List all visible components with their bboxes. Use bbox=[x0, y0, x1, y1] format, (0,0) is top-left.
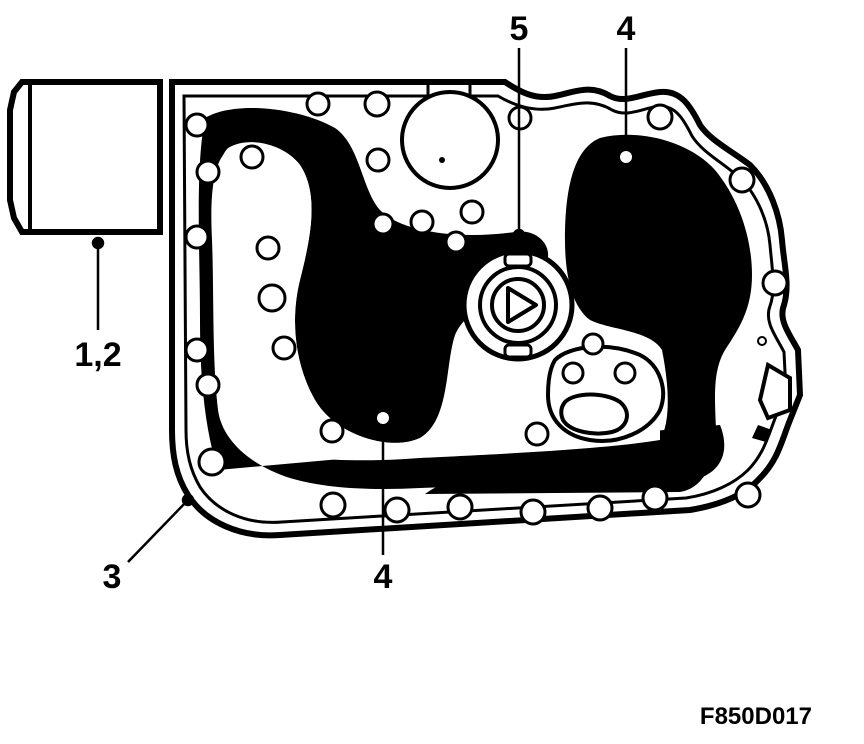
oil-filter-housing bbox=[7, 79, 163, 235]
bolt-hole bbox=[363, 90, 391, 118]
bolt-hole bbox=[444, 230, 468, 254]
leader-lines bbox=[91, 48, 632, 563]
bolt-hole bbox=[305, 91, 331, 117]
bolt-hole bbox=[365, 147, 391, 173]
bolt-hole bbox=[646, 103, 674, 131]
bolt-hole bbox=[195, 159, 221, 185]
bolt-hole bbox=[255, 235, 281, 261]
bolt-hole bbox=[197, 447, 227, 477]
bolt-hole bbox=[586, 494, 614, 522]
bolt-hole bbox=[195, 372, 221, 398]
leader-dot-4-center bbox=[377, 412, 389, 424]
bolt-hole bbox=[319, 418, 345, 444]
bolt-hole bbox=[761, 269, 789, 297]
callout-5: 5 bbox=[510, 10, 529, 48]
bolt-hole bbox=[409, 209, 435, 235]
leader-dot-1-2 bbox=[91, 236, 105, 250]
bolt-hole bbox=[641, 484, 669, 512]
bolt-hole bbox=[184, 337, 210, 363]
sealing-area-right bbox=[425, 134, 752, 494]
leader-dot-5 bbox=[512, 228, 526, 242]
bolt-holes bbox=[184, 90, 789, 526]
bolt-hole bbox=[184, 112, 210, 138]
bolt-hole bbox=[734, 481, 762, 509]
bolt-hole bbox=[371, 212, 395, 236]
leader-dot-4-right bbox=[620, 151, 632, 163]
leader-dot-3 bbox=[181, 493, 195, 507]
bolt-hole bbox=[581, 332, 605, 356]
oil-pump bbox=[461, 248, 575, 362]
callout-4-center: 4 bbox=[374, 558, 393, 596]
bolt-hole bbox=[257, 283, 287, 313]
bolt-hole bbox=[383, 496, 411, 524]
leader-line-3 bbox=[127, 499, 189, 563]
bolt-hole bbox=[524, 421, 550, 447]
callout-4-right: 4 bbox=[617, 10, 636, 48]
bolt-hole bbox=[459, 199, 485, 225]
lower-right-boss bbox=[545, 344, 666, 443]
bolt-hole bbox=[728, 166, 756, 194]
callout-1-2: 1,2 bbox=[74, 336, 121, 374]
figure-id: F850D017 bbox=[700, 703, 812, 730]
bolt-hole bbox=[561, 361, 585, 385]
drain-bracket bbox=[752, 336, 792, 442]
callout-3: 3 bbox=[103, 558, 122, 596]
bolt-hole bbox=[519, 498, 547, 526]
bolt-hole bbox=[319, 491, 347, 519]
bolt-hole bbox=[613, 361, 637, 385]
upper-round-cover bbox=[400, 82, 500, 190]
bolt-hole bbox=[446, 493, 474, 521]
bolt-hole bbox=[271, 335, 297, 361]
bolt-hole bbox=[239, 144, 265, 170]
bolt-hole bbox=[184, 224, 210, 250]
